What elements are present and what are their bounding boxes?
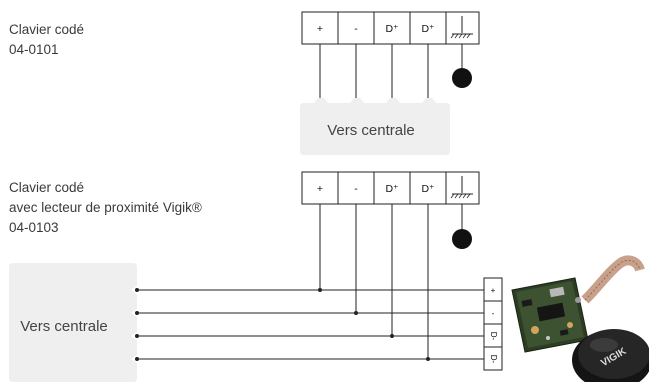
- diagram1-reference: 04-0101: [9, 42, 59, 57]
- reader-terminal-plus: +: [491, 286, 496, 295]
- destination-label-2: Vers centrale: [20, 318, 108, 335]
- destination-box-2: [9, 263, 137, 382]
- terminal-dplus2-label: D⁺: [421, 183, 435, 195]
- wire-end-dot: [135, 311, 139, 315]
- diagram1-title: Clavier codé: [9, 22, 85, 37]
- diagram2-subtitle: avec lecteur de proximité Vigik®: [9, 200, 202, 215]
- circuit-board: [511, 277, 589, 353]
- terminal-minus-label: -: [354, 183, 358, 195]
- terminal-dplus2-label: D⁺: [421, 23, 435, 35]
- reader-terminal-minus: -: [492, 309, 495, 318]
- diagram2-title: Clavier codé: [9, 180, 85, 195]
- ribbon-cable: [581, 255, 645, 304]
- terminal-minus-label: -: [354, 23, 358, 35]
- terminal-block-1: + - D⁺ D⁺: [301, 11, 480, 45]
- wire-end-dot: [135, 334, 139, 338]
- wire-end-dot: [135, 288, 139, 292]
- terminal-dplus-label: D⁺: [385, 23, 399, 35]
- reader-terminal-d1: D-: [489, 332, 498, 341]
- terminal-block-2: + - D⁺ D⁺: [301, 171, 480, 205]
- reader-terminal-d2: D-: [489, 355, 498, 364]
- destination-box-1: [300, 98, 450, 155]
- junction-dot: [354, 311, 358, 315]
- ground-icon: [450, 176, 473, 199]
- wire-end-dot: [135, 357, 139, 361]
- junction-dot: [318, 288, 322, 292]
- reader-terminal-block: + - D- D-: [483, 277, 503, 371]
- terminal-dplus-label: D⁺: [385, 183, 399, 195]
- junction-dot: [426, 357, 430, 361]
- vigik-reader-image: VIGIK: [511, 255, 649, 382]
- destination-label-1: Vers centrale: [327, 122, 415, 139]
- junction-dot: [390, 334, 394, 338]
- ground-dot: [452, 229, 472, 249]
- vigik-badge: VIGIK: [572, 329, 649, 382]
- ground-dot: [452, 68, 472, 88]
- terminal-plus-label: +: [317, 23, 323, 35]
- diagram2: + - D⁺ D⁺ Vers centrale: [9, 171, 649, 382]
- ground-icon: [450, 16, 473, 39]
- diagram2-reference: 04-0103: [9, 220, 59, 235]
- diagram1: + - D⁺ D⁺ Vers cent: [300, 11, 480, 155]
- terminal-plus-label: +: [317, 183, 323, 195]
